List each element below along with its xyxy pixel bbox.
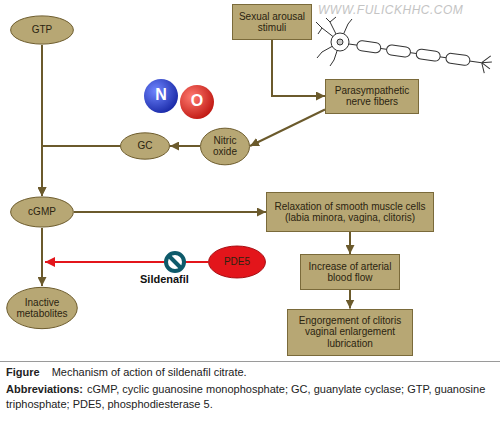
stimulus-box: Sexual arousal stimuli [232, 4, 312, 40]
diagram-stage: Sexual arousal stimuliGTP Parasympathetic… [0, 0, 500, 360]
process-box: Parasympathetic nerve fibers [325, 79, 419, 114]
node-text-group: Nitric oxide [200, 132, 250, 161]
node-label: Parasympathetic nerve fibers [331, 85, 413, 108]
node-label: Inactive metabolites [14, 297, 70, 320]
molecule-ellipse: Nitric oxide [200, 127, 250, 166]
node-text-group: Inactive metabolites [6, 294, 78, 323]
axon-terminal [480, 55, 492, 74]
dendrites [316, 17, 352, 66]
flow-arrow [170, 145, 200, 147]
node-text-group: GC [130, 137, 161, 155]
node-label: Engorgement of clitoris vaginal enlargem… [293, 315, 407, 350]
inhibitor-symbol [166, 253, 184, 271]
myelin-sheath [386, 44, 411, 57]
node-label: Sexual arousal stimuli [238, 11, 306, 34]
figure-caption: Mechanism of action of sildenafil citrat… [52, 366, 247, 378]
ellipse-shape [209, 246, 266, 278]
node-text-group: Engorgement of clitoris vaginal enlargem… [288, 312, 412, 353]
node-label: GC [138, 140, 153, 152]
flow-arrow [74, 211, 266, 213]
node-text-group: Parasympathetic nerve fibers [326, 82, 418, 111]
node-text-group: GTP [24, 21, 61, 39]
node-label: Relaxation of smooth muscle cells (labia… [272, 201, 428, 224]
flow-arrow [349, 290, 351, 309]
outcome-box: Engorgement of clitoris vaginal enlargem… [287, 309, 413, 356]
enzyme-ellipse: GC [120, 132, 170, 160]
flow-arrow [41, 228, 43, 286]
node-text-group: Sexual arousal stimuli [233, 8, 311, 37]
atom-symbol: O [187, 92, 207, 110]
myelin-sheath [445, 53, 470, 66]
node-text-group: PDE5 [216, 253, 258, 271]
node-label: PDE5 [224, 256, 250, 268]
abbreviations-line: Abbreviations:cGMP, cyclic guanosine mon… [6, 382, 494, 412]
neuron-illustration [316, 17, 493, 74]
ellipse-shape [121, 133, 170, 159]
node-text-group: cGMP [20, 203, 64, 221]
caption-rule [0, 361, 500, 362]
process-box: Relaxation of smooth muscle cells (labia… [266, 192, 434, 232]
flow-arrow [349, 232, 351, 254]
enzyme-ellipse: PDE5 [208, 245, 266, 279]
abbreviations-heading: Abbreviations: [6, 383, 83, 395]
atom-symbol: N [151, 86, 171, 104]
axon [348, 36, 493, 74]
drug-label: Sildenafil [140, 273, 189, 285]
node-label: cGMP [28, 206, 56, 218]
metabolite-ellipse: Inactive metabolites [6, 286, 78, 330]
node-text-group: Increase of arterial blood flow [301, 258, 399, 287]
myelin-sheath [356, 40, 381, 53]
node-text-group: Relaxation of smooth muscle cells (labia… [267, 198, 433, 227]
cell-body [331, 33, 349, 51]
node-label: GTP [32, 24, 53, 36]
nucleus [337, 39, 343, 45]
watermark: WWW.FULICKHHC.COM [318, 3, 463, 17]
molecule-ellipse: GTP [10, 15, 74, 45]
flow-arrow [42, 146, 120, 196]
caption-block: Figure Mechanism of action of sildenafil … [6, 365, 494, 414]
oxygen-atom [180, 85, 214, 119]
node-label: Increase of arterial blood flow [306, 261, 394, 284]
node-label: Nitric oxide [208, 135, 242, 158]
figure-tag: Figure [6, 366, 40, 378]
molecule-ellipse: cGMP [10, 196, 74, 228]
flow-arrow [250, 110, 325, 147]
ellipse-shape [11, 16, 74, 44]
flow-arrow [272, 40, 325, 96]
nitrogen-atom [144, 79, 178, 113]
ellipse-shape [7, 287, 78, 328]
ellipse-shape [11, 197, 74, 227]
process-box: Increase of arterial blood flow [300, 254, 400, 290]
ellipse-shape [201, 128, 250, 165]
myelin-sheath [416, 49, 441, 62]
caption-line: Figure Mechanism of action of sildenafil … [6, 365, 494, 380]
